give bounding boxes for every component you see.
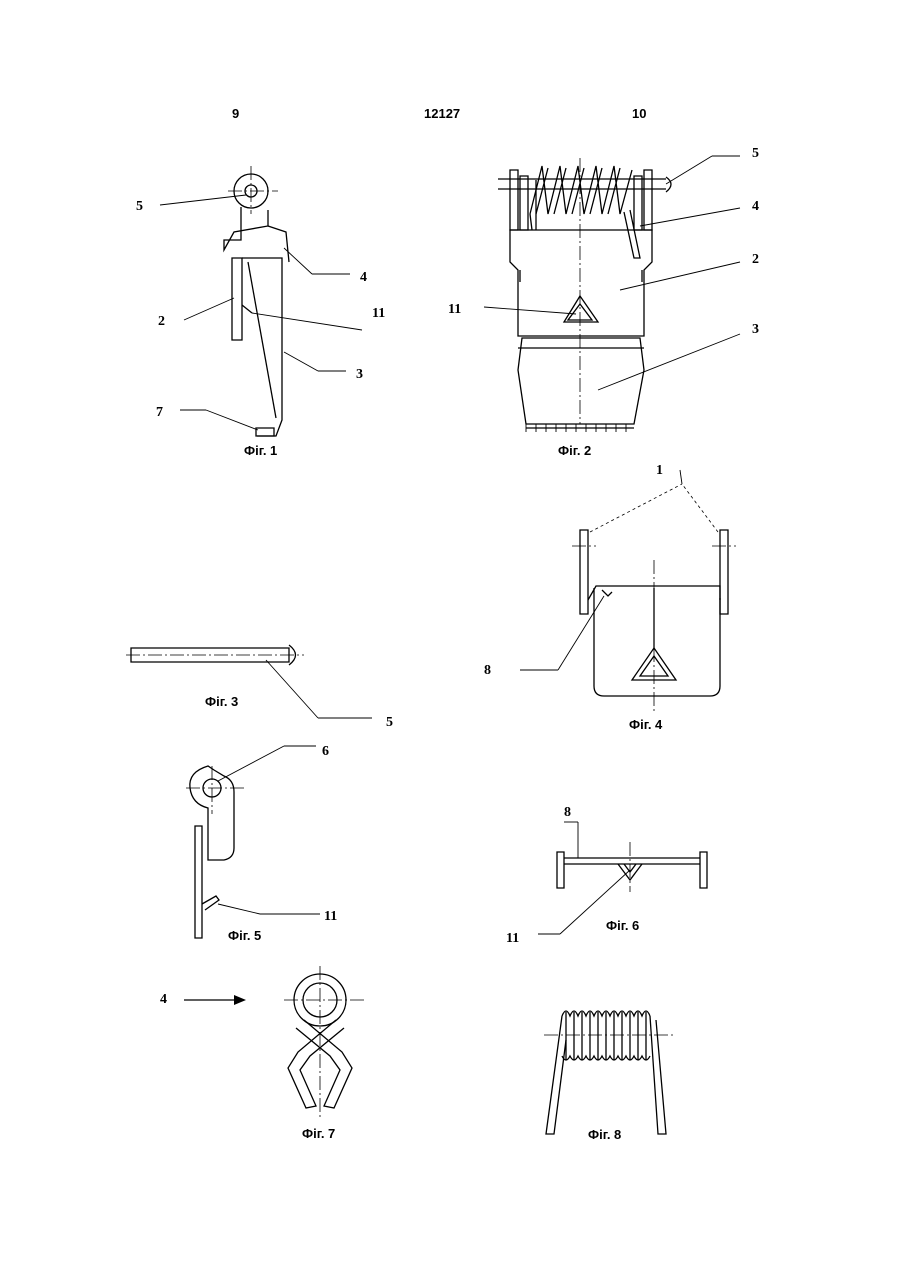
fig3-caption: Фiг. 3: [205, 694, 238, 709]
fig7-drawing: [184, 966, 366, 1118]
fig4-label-8: 8: [484, 664, 491, 678]
fig4-caption: Фiг. 4: [629, 717, 662, 732]
fig3-label-5: 5: [386, 716, 393, 730]
fig4-label-1: 1: [656, 464, 663, 478]
fig1-label-11: 11: [372, 307, 385, 321]
fig1-label-4: 4: [360, 271, 367, 285]
fig2-label-2: 2: [752, 253, 759, 267]
fig2-drawing: [484, 156, 740, 432]
fig7-label-4: 4: [160, 993, 167, 1007]
fig2-label-4: 4: [752, 200, 759, 214]
fig6-label-8: 8: [564, 806, 571, 820]
fig2-caption: Фiг. 2: [558, 443, 591, 458]
fig8-caption: Фiг. 8: [588, 1127, 621, 1142]
fig2-label-5: 5: [752, 147, 759, 161]
fig1-drawing: [160, 166, 362, 436]
fig1-label-7: 7: [156, 406, 163, 420]
fig7-caption: Фiг. 7: [302, 1126, 335, 1141]
fig1-label-2: 2: [158, 315, 165, 329]
fig2-label-11: 11: [448, 303, 461, 317]
fig1-label-5: 5: [136, 200, 143, 214]
fig5-caption: Фiг. 5: [228, 928, 261, 943]
fig1-label-3: 3: [356, 368, 363, 382]
fig1-caption: Фiг. 1: [244, 443, 277, 458]
fig5-label-11: 11: [324, 910, 337, 924]
fig6-caption: Фiг. 6: [606, 918, 639, 933]
fig5-label-6: 6: [322, 745, 329, 759]
fig3-drawing: [126, 645, 372, 718]
fig6-label-11: 11: [506, 932, 519, 946]
fig5-drawing: [186, 746, 320, 938]
fig8-drawing: [544, 1011, 674, 1134]
fig4-drawing: [520, 470, 736, 712]
fig2-label-3: 3: [752, 323, 759, 337]
